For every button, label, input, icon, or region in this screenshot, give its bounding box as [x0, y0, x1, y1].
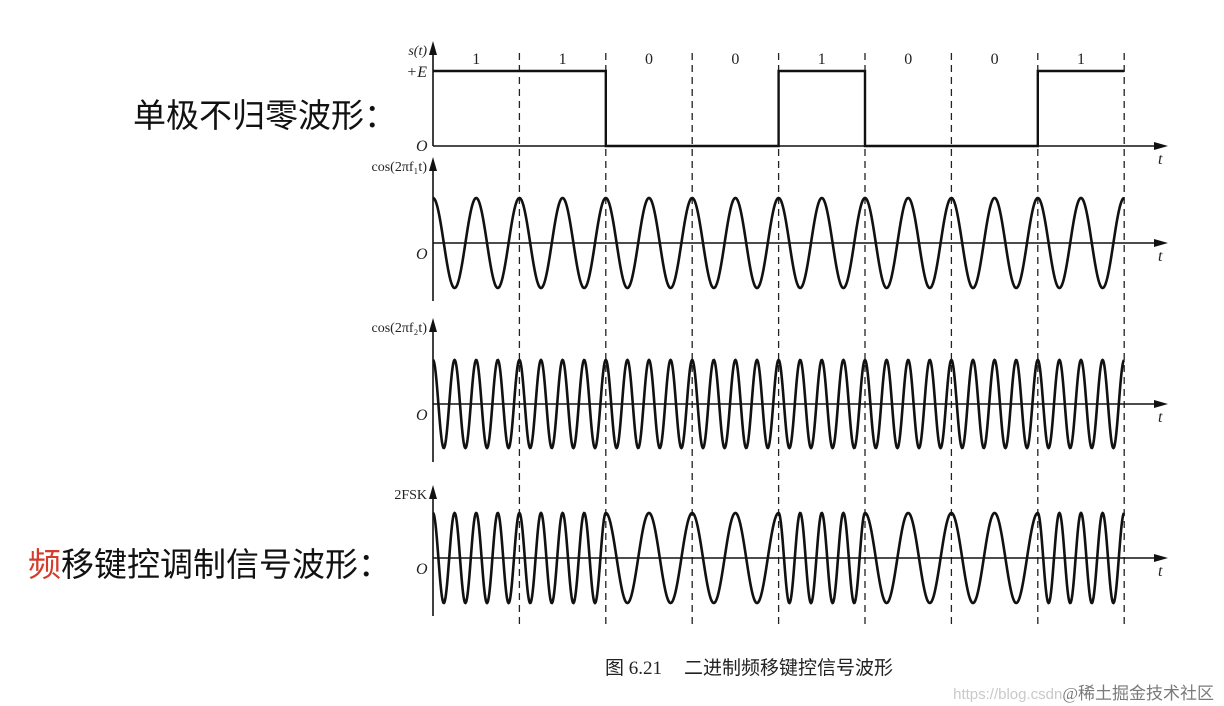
bit-label: 0	[731, 51, 739, 68]
x-axis-arrow-icon	[1154, 239, 1168, 247]
bit-value-labels: 1 1 0 0 1 0 0 1	[472, 51, 1085, 68]
y-axis-label: 2FSK	[394, 488, 427, 503]
y-axis-label: s(t)	[408, 44, 427, 59]
y-axis-arrow-icon	[429, 41, 437, 55]
carrier-wave-line	[432, 196, 1125, 290]
bit-label: 1	[559, 51, 567, 68]
bit-label: 1	[818, 51, 826, 68]
x-axis-label: t	[1158, 409, 1163, 426]
fsk-signal-line	[432, 511, 1126, 605]
fsk-label-text: 移键控调制信号波形：	[61, 545, 391, 584]
fsk-waveform-label: 频移键控调制信号波形：	[28, 538, 391, 586]
bit-label: 0	[991, 51, 999, 68]
y-axis-label: cos(2πf₂t)	[372, 321, 428, 336]
x-axis-arrow-icon	[1154, 142, 1168, 150]
panel-fsk: t O 2FSK	[394, 485, 1168, 616]
y-axis-arrow-icon	[429, 157, 437, 171]
y-axis-arrow-icon	[429, 318, 437, 332]
level-label: +E	[406, 64, 427, 81]
x-axis-label: t	[1158, 248, 1163, 265]
nrz-waveform-label: 单极不归零波形：	[133, 89, 397, 137]
carrier-wave-line	[432, 358, 1126, 450]
nrz-signal-line	[433, 69, 1125, 148]
x-axis-label: t	[1158, 563, 1163, 580]
watermark-url: https://blog.csdn	[953, 686, 1063, 703]
bit-label: 0	[904, 51, 912, 68]
x-axis-arrow-icon	[1154, 554, 1168, 562]
origin-label: O	[416, 246, 428, 263]
watermark: https://blog.csdn@稀土掘金技术社区	[953, 679, 1214, 704]
bit-label: 1	[1077, 51, 1085, 68]
bit-label: 0	[645, 51, 653, 68]
bit-boundary-dashed-lines	[518, 53, 1125, 626]
figure-number: 图 6.21	[605, 658, 663, 679]
y-axis-arrow-icon	[429, 485, 437, 499]
x-axis-label: t	[1158, 151, 1163, 168]
watermark-brand: @稀土掘金技术社区	[1062, 684, 1214, 703]
origin-label: O	[416, 561, 428, 578]
fsk-label-accent-char: 频	[28, 545, 61, 584]
origin-label: O	[416, 407, 428, 424]
bit-label: 1	[472, 51, 480, 68]
panel-nrz: t Os(t) +E	[406, 41, 1168, 168]
figure-title: 二进制频移键控信号波形	[684, 658, 894, 679]
nrz-label-text: 单极不归零波形：	[133, 96, 397, 135]
y-axis-label: cos(2πf₁t)	[372, 160, 428, 175]
x-axis-arrow-icon	[1154, 400, 1168, 408]
origin-label: O	[416, 138, 428, 155]
figure-caption: 图 6.21 二进制频移键控信号波形	[605, 653, 893, 680]
